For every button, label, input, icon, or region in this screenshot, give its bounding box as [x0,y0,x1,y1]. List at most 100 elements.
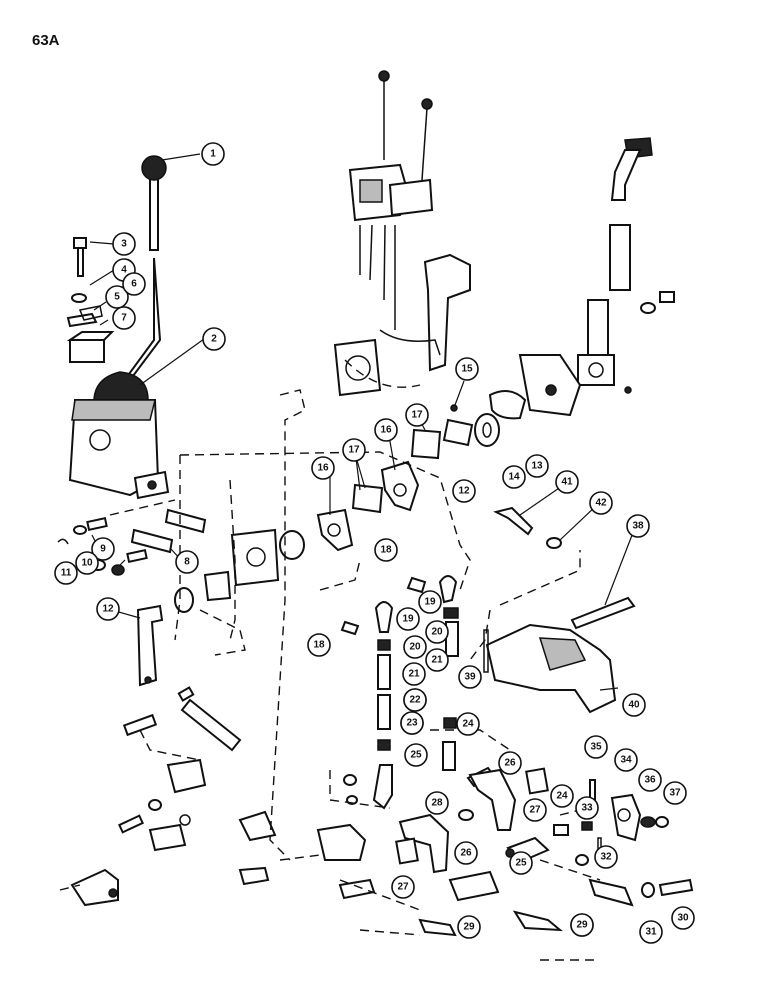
svg-text:3: 3 [121,239,127,250]
svg-text:19: 19 [402,614,414,625]
callout-11: 11 [54,561,78,585]
callout-34: 34 [614,748,638,772]
svg-text:17: 17 [348,445,360,456]
svg-text:16: 16 [380,425,392,436]
washer-42 [546,537,562,549]
svg-text:13: 13 [531,461,543,472]
callout-38: 38 [626,514,650,538]
svg-text:10: 10 [81,558,93,569]
ghosted-linkage [70,686,457,937]
callout-36: 36 [638,768,662,792]
svg-text:26: 26 [460,848,472,859]
callout-15: 15 [455,357,479,381]
callout-33: 33 [575,796,599,820]
svg-text:12: 12 [458,486,470,497]
svg-text:25: 25 [515,858,527,869]
svg-text:1: 1 [210,149,216,160]
callout-16: 16 [374,418,398,442]
rod-38 [570,596,636,630]
callout-22: 22 [403,688,427,712]
svg-text:19: 19 [424,597,436,608]
svg-text:40: 40 [628,700,640,711]
callout-17: 17 [342,438,366,462]
svg-text:30: 30 [677,913,689,924]
callout-24: 24 [456,712,480,736]
callout-10: 10 [75,551,99,575]
callout-24: 24 [550,784,574,808]
svg-text:5: 5 [114,292,120,303]
svg-text:41: 41 [561,477,573,488]
svg-text:21: 21 [431,655,443,666]
callout-23: 23 [400,711,424,735]
svg-text:20: 20 [409,642,421,653]
lever-boot [93,371,149,401]
callout-35: 35 [584,735,608,759]
callout-37: 37 [663,781,687,805]
callout-25: 25 [509,851,533,875]
svg-text:26: 26 [504,758,516,769]
pedal-lever [577,137,675,394]
callout-27: 27 [391,875,415,899]
valve-control-assembly [333,70,471,397]
svg-text:11: 11 [61,568,72,579]
callout-13: 13 [525,454,549,478]
page-number: 63A [32,32,60,49]
svg-text:29: 29 [576,920,588,931]
callout-18: 18 [374,538,398,562]
callout-26: 26 [498,751,522,775]
callout-12: 12 [96,597,120,621]
callout-39: 39 [458,665,482,689]
svg-text:9: 9 [100,544,106,555]
callout-16: 16 [311,456,335,480]
lower-levers [395,767,634,932]
callout-3: 3 [112,232,136,256]
svg-text:17: 17 [411,410,423,421]
leader-lines [89,153,635,691]
callout-41: 41 [555,470,579,494]
callout-21: 21 [425,648,449,672]
mounting-plates [174,528,305,613]
svg-text:18: 18 [380,545,392,556]
svg-text:14: 14 [508,472,520,483]
callout-31: 31 [639,920,663,944]
svg-text:21: 21 [408,669,420,680]
callout-30: 30 [671,906,695,930]
svg-text:6: 6 [131,279,137,290]
svg-text:35: 35 [590,742,602,753]
center-shaft-parts [316,354,582,552]
shift-lever-assembly [68,155,170,500]
callout-40: 40 [622,693,646,717]
callout-9: 9 [91,537,115,561]
link-hardware [57,508,207,576]
svg-text:15: 15 [461,364,473,375]
callout-19: 19 [396,607,420,631]
svg-text:4: 4 [121,265,127,276]
callout-1: 1 [201,142,225,166]
svg-text:18: 18 [313,640,325,651]
callout-14: 14 [502,465,526,489]
svg-text:39: 39 [464,672,476,683]
rod-end-hardware [340,575,496,810]
callout-19: 19 [418,590,442,614]
lever-arm-left [136,604,164,687]
callout-26: 26 [454,841,478,865]
callout-42: 42 [589,491,613,515]
svg-text:38: 38 [632,521,644,532]
svg-text:23: 23 [406,718,418,729]
svg-text:32: 32 [600,852,612,863]
svg-text:33: 33 [581,803,593,814]
callout-29: 29 [457,915,481,939]
svg-text:8: 8 [184,557,190,568]
svg-text:20: 20 [431,627,443,638]
callout-8: 8 [175,550,199,574]
svg-text:12: 12 [102,604,114,615]
svg-text:27: 27 [529,805,541,816]
svg-text:29: 29 [463,922,475,933]
bolt-41 [493,506,534,536]
svg-text:27: 27 [397,882,409,893]
callout-20: 20 [425,620,449,644]
callout-29: 29 [570,913,594,937]
callout-27: 27 [523,798,547,822]
lever-knob [141,155,167,181]
